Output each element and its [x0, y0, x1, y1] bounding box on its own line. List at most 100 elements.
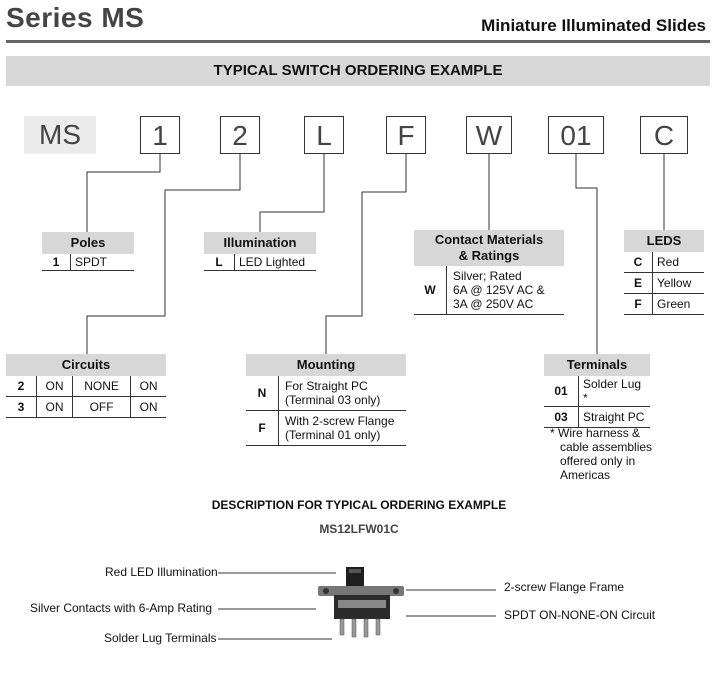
illumination-title: Illumination: [204, 232, 316, 254]
code-box-circuits: 2: [220, 116, 260, 154]
connector-illumination: [259, 154, 325, 232]
label-red-led: Red LED Illumination: [105, 565, 218, 579]
contact-desc: Silver; Rated 6A @ 125V AC & 3A @ 250V A…: [446, 266, 564, 315]
mounting-desc: For Straight PC (Terminal 03 only): [278, 376, 406, 411]
contact-desc-line-3: 3A @ 250V AC: [453, 297, 534, 311]
switch-terminal: [339, 618, 345, 636]
series-title: Series MS: [6, 2, 145, 33]
circuits-table: 2 ON NONE ON 3 ON OFF ON: [6, 376, 166, 418]
flange-screw-hole: [323, 588, 329, 594]
contact-title: Contact Materials & Ratings: [414, 230, 564, 266]
terminals-title: Terminals: [544, 354, 650, 376]
mounting-desc-line: For Straight PC: [285, 379, 368, 393]
illumination-table: L LED Lighted: [204, 254, 316, 271]
switch-flange: [318, 586, 404, 596]
code-box-illumination: L: [304, 116, 344, 154]
circuits-code: 2: [6, 376, 37, 397]
leds-code: F: [624, 293, 653, 315]
table-row: W Silver; Rated 6A @ 125V AC & 3A @ 250V…: [414, 266, 564, 315]
table-row: 3 ON OFF ON: [6, 396, 166, 418]
switch-terminal: [351, 618, 357, 638]
terminals-code: 03: [544, 406, 579, 428]
terminals-block: Terminals 01 Solder Lug * 03 Straight PC: [544, 354, 650, 428]
table-row: E Yellow: [624, 272, 704, 294]
leds-code: C: [624, 252, 653, 273]
code-box-poles: 1: [140, 116, 180, 154]
leds-block: LEDS C Red E Yellow F Green: [624, 230, 704, 315]
table-row: F With 2-screw Flange (Terminal 01 only): [246, 410, 406, 446]
poles-title: Poles: [42, 232, 134, 254]
contact-title-line-1: Contact Materials: [434, 232, 544, 247]
mounting-code: N: [246, 376, 279, 411]
circuits-code: 3: [6, 396, 37, 418]
leds-title: LEDS: [624, 230, 704, 252]
table-row: F Green: [624, 293, 704, 315]
code-box-contact: W: [466, 116, 512, 154]
label-flange-frame: 2-screw Flange Frame: [504, 580, 625, 594]
mounting-desc-line: (Terminal 01 only): [285, 428, 381, 442]
terminals-note-line: Americas: [560, 468, 611, 482]
table-row: L LED Lighted: [204, 254, 316, 271]
connector-poles: [86, 154, 161, 232]
circuits-title: Circuits: [6, 354, 166, 376]
mounting-title: Mounting: [246, 354, 406, 376]
contact-desc-line-2: 6A @ 125V AC &: [453, 283, 545, 297]
contact-title-line-2: & Ratings: [458, 248, 520, 263]
label-solder-lug: Solder Lug Terminals: [104, 631, 217, 645]
circuits-pos-c: ON: [130, 396, 166, 418]
poles-table: 1 SPDT: [42, 254, 134, 271]
terminals-note-line: * Wire harness &: [550, 426, 641, 440]
leds-desc: Green: [652, 293, 704, 315]
mounting-code: F: [246, 410, 279, 446]
header-rule: [6, 40, 710, 43]
switch-terminal: [375, 618, 381, 636]
leds-code: E: [624, 272, 653, 294]
code-box-mounting: F: [386, 116, 426, 154]
table-row: 2 ON NONE ON: [6, 376, 166, 397]
table-row: 01 Solder Lug *: [544, 376, 650, 407]
description-code: MS12LFW01C: [319, 522, 399, 536]
mounting-block: Mounting N For Straight PC (Terminal 03 …: [246, 354, 406, 446]
mounting-desc-line: (Terminal 03 only): [285, 393, 381, 407]
code-box-prefix: MS: [24, 116, 96, 154]
ordering-banner: TYPICAL SWITCH ORDERING EXAMPLE: [6, 56, 710, 86]
connector-mounting: [325, 154, 407, 354]
switch-housing-label: [338, 600, 386, 608]
illumination-block: Illumination L LED Lighted: [204, 232, 316, 271]
illumination-desc: LED Lighted: [234, 254, 316, 271]
poles-desc: SPDT: [70, 254, 134, 271]
mounting-table: N For Straight PC (Terminal 03 only) F W…: [246, 376, 406, 446]
table-row: 1 SPDT: [42, 254, 134, 271]
label-spdt-circuit: SPDT ON-NONE-ON Circuit: [504, 608, 656, 622]
circuits-pos-a: ON: [36, 396, 73, 418]
contact-desc-line-1: Silver; Rated: [453, 269, 522, 283]
poles-block: Poles 1 SPDT: [42, 232, 134, 271]
code-box-leds: C: [640, 116, 688, 154]
contact-table: W Silver; Rated 6A @ 125V AC & 3A @ 250V…: [414, 266, 564, 315]
connector-circuits: [86, 154, 241, 354]
table-row: C Red: [624, 252, 704, 273]
code-box-terminals: 01: [548, 116, 604, 154]
terminals-desc: Solder Lug *: [578, 376, 650, 407]
terminals-code: 01: [544, 376, 579, 407]
contact-block: Contact Materials & Ratings W Silver; Ra…: [414, 230, 564, 315]
terminals-note-line: cable assemblies: [560, 440, 653, 454]
switch-terminal: [363, 618, 369, 638]
mounting-desc-line: With 2-screw Flange: [285, 414, 395, 428]
page-subtitle: Miniature Illuminated Slides: [481, 16, 706, 35]
terminals-note-line: offered only in: [560, 454, 636, 468]
flange-screw-hole: [393, 588, 399, 594]
leds-desc: Yellow: [652, 272, 704, 294]
circuits-pos-a: ON: [36, 376, 73, 397]
table-row: 03 Straight PC: [544, 406, 650, 428]
switch-actuator-ridge: [349, 569, 361, 573]
connector-terminals: [575, 154, 598, 354]
circuits-block: Circuits 2 ON NONE ON 3 ON OFF ON: [6, 354, 166, 418]
contact-code: W: [414, 266, 447, 315]
table-row: N For Straight PC (Terminal 03 only): [246, 376, 406, 411]
circuits-pos-c: ON: [130, 376, 166, 397]
mounting-desc: With 2-screw Flange (Terminal 01 only): [278, 410, 406, 446]
leds-table: C Red E Yellow F Green: [624, 252, 704, 315]
